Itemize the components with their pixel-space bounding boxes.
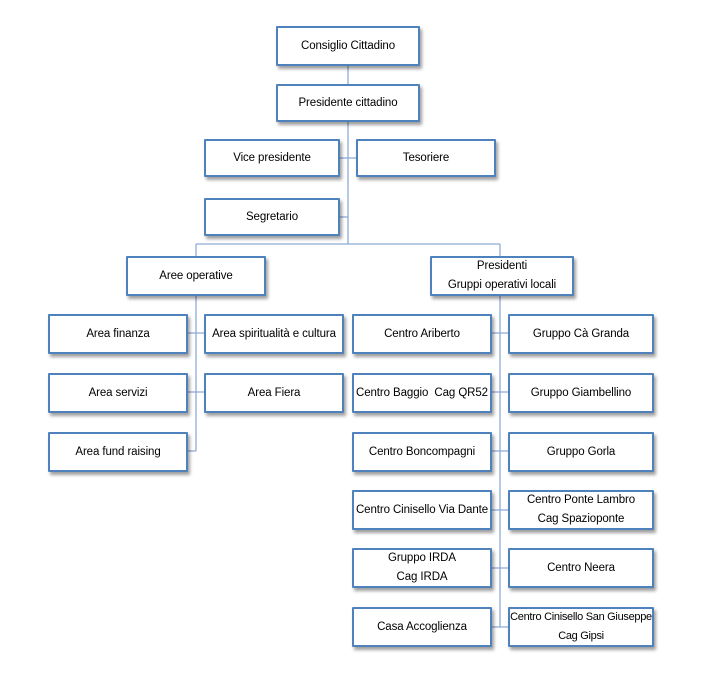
node-label: Vice presidente [233, 151, 311, 164]
node-label-line2: Gruppi operativi locali [447, 279, 557, 291]
node-centro-neera: Centro Neera [508, 548, 654, 588]
node-label: Centro Neera [547, 561, 615, 574]
node-label: Centro Ariberto [384, 327, 460, 340]
node-consiglio-cittadino: Consiglio Cittadino [276, 26, 420, 66]
node-label: Tesoriere [402, 151, 450, 164]
node-vice-presidente: Vice presidente [204, 139, 340, 177]
node-label: Area servizi [88, 386, 148, 399]
node-label: Area finanza [86, 327, 150, 340]
node-label: Area fund raising [75, 445, 161, 458]
node-label: Aree operative [159, 269, 233, 282]
node-label-line1: Centro Cinisello San Giuseppe [510, 611, 652, 623]
node-label-line2: Cag Spazioponte [537, 513, 625, 525]
node-area-servizi: Area servizi [48, 373, 188, 413]
node-presidente-cittadino: Presidente cittadino [276, 84, 420, 122]
node-label: Gruppo Cà Granda [532, 327, 630, 340]
node-area-fiera: Area Fiera [204, 373, 344, 413]
node-gruppo-gorla: Gruppo Gorla [508, 432, 654, 472]
node-gruppo-giambellino: Gruppo Giambellino [508, 373, 654, 413]
node-centro-ariberto: Centro Ariberto [352, 314, 492, 354]
node-label: Centro Cinisello Via Dante [355, 503, 489, 516]
node-label: Segretario [245, 210, 299, 223]
node-area-spiritualita-cultura: Area spiritualità e cultura [204, 314, 344, 354]
node-centro-baggio: Centro Baggio Cag QR52 [352, 373, 492, 413]
node-segretario: Segretario [204, 198, 340, 236]
node-label: Presidente cittadino [298, 96, 398, 109]
node-label-line1: Centro Ponte Lambro [526, 494, 636, 506]
node-tesoriere: Tesoriere [356, 139, 496, 177]
node-label: Area Fiera [247, 386, 301, 399]
node-centro-cinisello-san-giuseppe: Centro Cinisello San Giuseppe Cag Gipsi [508, 607, 654, 647]
node-label: Casa Accoglienza [377, 620, 467, 633]
node-aree-operative: Aree operative [126, 256, 266, 296]
node-label: Gruppo Giambellino [530, 386, 632, 399]
node-label-line2: Cag IRDA [396, 571, 448, 583]
node-label: Consiglio Cittadino [301, 39, 395, 52]
node-area-finanza: Area finanza [48, 314, 188, 354]
node-label: Gruppo Gorla [546, 445, 616, 458]
node-presidenti-gruppi: Presidenti Gruppi operativi locali [430, 256, 574, 296]
node-label: Centro Boncompagni [368, 445, 476, 458]
node-label-line1: Gruppo IRDA [388, 552, 456, 564]
node-casa-accoglienza: Casa Accoglienza [352, 607, 492, 647]
node-gruppo-irda: Gruppo IRDA Cag IRDA [352, 548, 492, 588]
node-centro-cinisello-via-dante: Centro Cinisello Via Dante [352, 490, 492, 530]
node-centro-ponte-lambro: Centro Ponte Lambro Cag Spazioponte [508, 490, 654, 530]
node-label-line1: Presidenti [476, 260, 528, 272]
node-area-fund-raising: Area fund raising [48, 432, 188, 472]
node-label: Centro Baggio Cag QR52 [356, 386, 488, 399]
node-label: Area spiritualità e cultura [212, 327, 336, 340]
node-gruppo-ca-granda: Gruppo Cà Granda [508, 314, 654, 354]
node-label-line2: Cag Gipsi [558, 630, 604, 642]
node-centro-boncompagni: Centro Boncompagni [352, 432, 492, 472]
